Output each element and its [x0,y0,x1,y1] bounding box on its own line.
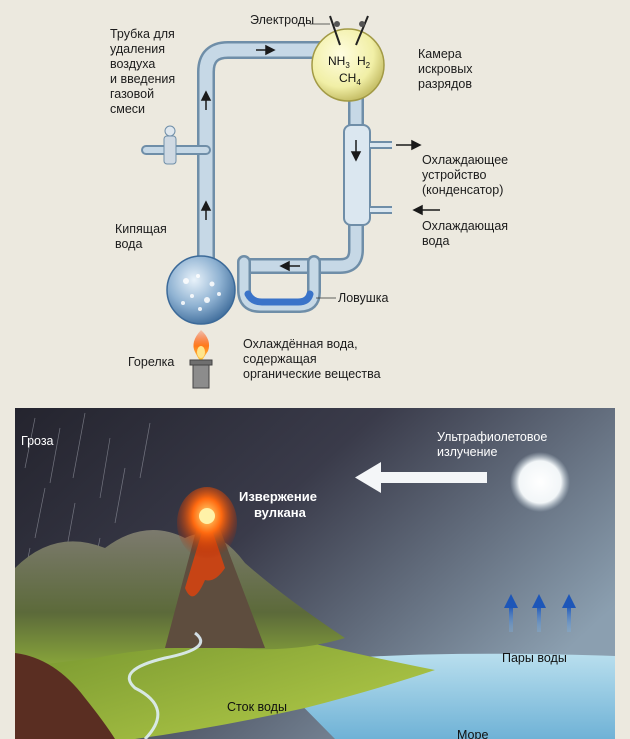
label-burner: Горелка [128,355,174,369]
label-electrodes: Электроды [250,13,314,27]
uv-arrow-icon [355,462,487,493]
gas-nh3: NH3 [328,54,350,70]
label-uv: Ультрафиолетовое излучение [437,430,551,459]
label-boiling: Кипящая вода [115,222,170,251]
label-trap: Ловушка [338,291,389,305]
spark-chamber: NH3 H2 CH4 [311,15,385,102]
stopcock-icon [163,125,177,165]
foreground-cliff [15,653,115,739]
condenser [343,124,392,226]
label-cooled-water: Охлаждённая вода, содержащая органически… [243,337,381,381]
flow-arrows [200,44,440,272]
miller-urey-apparatus: NH3 H2 CH4 Электроды Трубка для [110,13,512,389]
label-runoff: Сток воды [227,700,287,714]
label-storm: Гроза [21,434,54,448]
label-vapor: Пары воды [502,651,567,665]
flame-icon [193,330,210,362]
burner-icon [189,359,213,389]
volcano [165,510,265,648]
sun-icon [510,452,570,512]
label-sea: Море [457,728,488,739]
glass-tubing [141,41,364,313]
gas-h2: H2 [357,54,371,70]
label-cooler: Охлаждающее устройство (конденсатор) [422,153,512,197]
vapor-arrows-icon [504,594,576,632]
gas-ch4: CH4 [339,71,361,87]
boiling-flask [166,255,236,325]
early-earth-scene: Гроза Ультрафиолетовое излучение Изверже… [15,408,615,739]
label-eruption: Извержение вулкана [239,489,321,520]
river [127,631,203,739]
label-tube: Трубка для удаления воздуха и введения г… [110,27,179,116]
label-coolant: Охлаждающая вода [422,219,512,248]
label-chamber: Камера искровых разрядов [418,47,476,91]
